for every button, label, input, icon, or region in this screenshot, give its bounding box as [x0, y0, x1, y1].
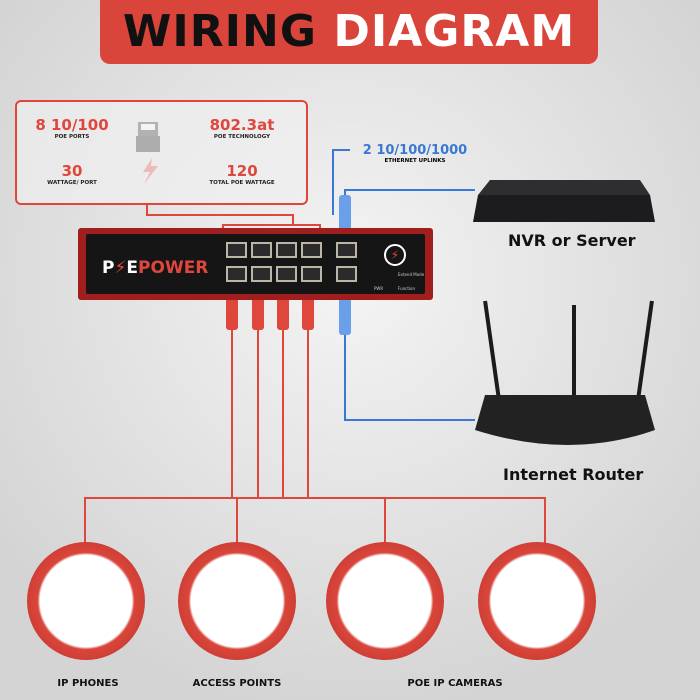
caption-ip-phones: IP PHONES — [57, 678, 119, 689]
nvr-device — [473, 180, 655, 222]
router-label: Internet Router — [503, 465, 644, 484]
caption-access-points: ACCESS POINTS — [192, 678, 282, 689]
title-banner: WIRING DIAGRAM — [100, 0, 598, 64]
ip-phone-image — [27, 542, 145, 660]
caption-poe-cameras: POE IP CAMERAS — [407, 678, 503, 689]
title-part1: WIRING — [122, 6, 317, 57]
router-device — [475, 300, 655, 445]
power-bolt-icon: ⚡ — [384, 244, 406, 266]
dome-camera-image — [326, 542, 444, 660]
function-label: Function — [398, 286, 416, 291]
access-point-image — [178, 542, 296, 660]
title-part2: DIAGRAM — [333, 6, 576, 57]
pwr-label: PWR — [374, 286, 384, 291]
switch-brand: P⚡EPOWER — [102, 258, 209, 278]
extend-mode-label: Extend Mode — [398, 272, 425, 277]
nvr-label: NVR or Server — [508, 231, 636, 250]
poe-switch: P⚡EPOWER ⚡ Extend Mode PWR Function — [78, 228, 433, 300]
ptz-camera-image — [478, 542, 596, 660]
